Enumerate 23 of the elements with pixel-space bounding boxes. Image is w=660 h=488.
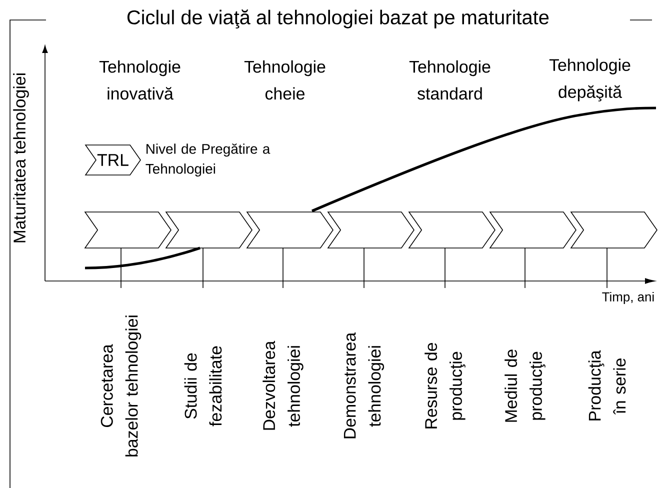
chevron-shape [327,212,414,248]
chevron-shape [246,212,334,248]
phase-label: Tehnologie depăşită [549,58,630,102]
trl-chevron: TRL [84,144,141,176]
phase-label: Tehnologie standard [409,60,490,100]
phase-label: Tehnologie inovativă [99,60,180,100]
chevron-shape [570,212,658,248]
phase-label: Tehnologie cheie [244,60,326,100]
stage-label: Dezvoltarea tehnologiei [262,340,304,430]
stage-label: Demonstrarea tehnologiei [344,332,384,438]
stage-label: Mediul de producţie [504,350,546,422]
stage-label: Studii de fezabilitate [184,346,222,426]
chevron-shape [489,212,576,248]
chevron-shape [408,212,496,248]
axis-label: Maturitatea tehnologiei [13,74,29,242]
chevron-shape [165,212,252,248]
chevron-shape [84,212,172,248]
trl-description: Nivel de Pregătire a Tehnologiei [146,143,270,177]
axis-label: Timp, ani [602,292,654,304]
stage-label: Producţia în serie [588,350,626,420]
title: Ciclul de viaţă al tehnologiei bazat pe maturitate [127,10,549,28]
stage-label: Cercetarea bazelor tehnologiei [100,316,142,456]
stage-label: Resurse de producţie [424,342,466,428]
